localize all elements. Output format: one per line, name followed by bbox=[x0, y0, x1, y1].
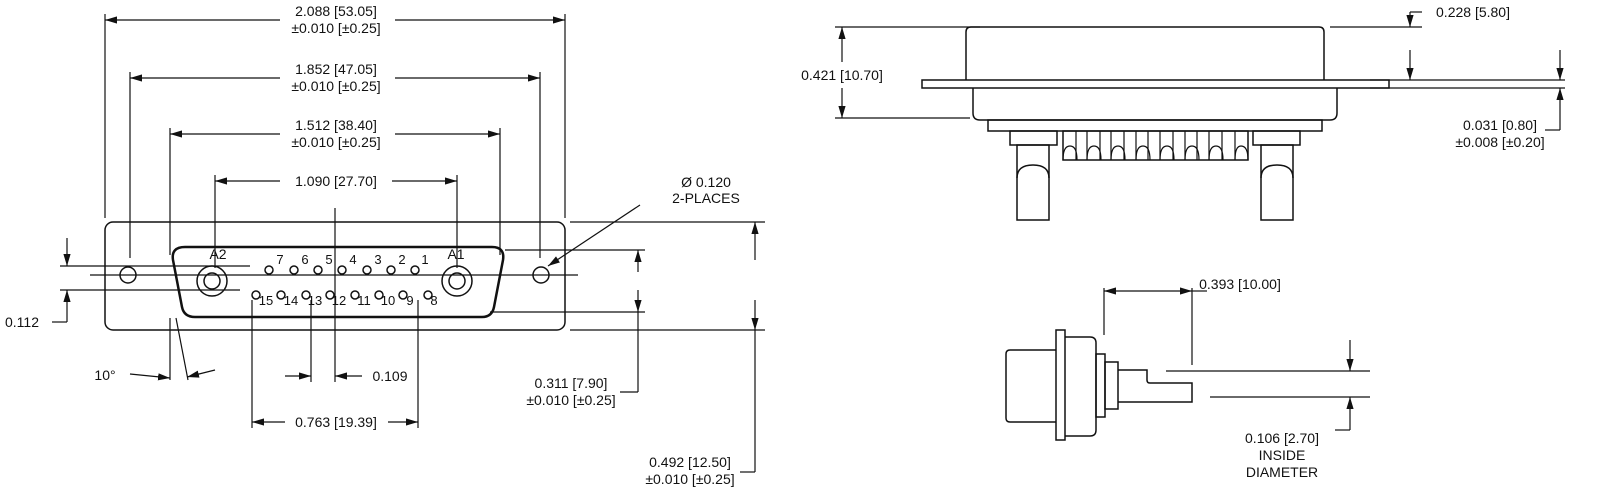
dim-overall-width-tol: ±0.010 [±0.25] bbox=[291, 20, 380, 36]
pin bbox=[264, 265, 274, 275]
pin bbox=[374, 290, 384, 300]
pin bbox=[289, 265, 299, 275]
pin bbox=[386, 265, 396, 275]
dim-shell-height-tol: ±0.010 [±0.25] bbox=[526, 392, 615, 408]
pin-label: 10 bbox=[381, 293, 395, 308]
dim-shell-height: 0.311 [7.90] bbox=[535, 375, 608, 391]
dim-flange-height: 0.492 [12.50] bbox=[649, 454, 731, 470]
pin-label: 4 bbox=[349, 252, 356, 267]
pin-label: 13 bbox=[308, 293, 322, 308]
pin-label: 3 bbox=[374, 252, 381, 267]
side-view: 0.421 [10.70] 0.228 [5.80] 0.031 [0.80] … bbox=[801, 4, 1565, 221]
pin-label: 11 bbox=[357, 293, 371, 308]
coax-label-a1: A1 bbox=[447, 246, 464, 262]
dim-bottom-row: 0.763 [19.39] bbox=[295, 414, 377, 430]
dim-shell-width-tol: ±0.010 [±0.25] bbox=[291, 134, 380, 150]
pin bbox=[325, 290, 335, 300]
pin-label: 1 bbox=[421, 252, 428, 267]
signal-pins-block bbox=[1062, 130, 1249, 161]
pin-label: 12 bbox=[332, 293, 346, 308]
pin bbox=[313, 265, 323, 275]
pin-label: 6 bbox=[301, 252, 308, 267]
pin bbox=[276, 290, 286, 300]
pin bbox=[398, 290, 408, 300]
coax-post-left bbox=[1016, 144, 1050, 221]
pin bbox=[410, 265, 420, 275]
pin bbox=[423, 290, 433, 300]
dim-pin-pitch: 0.109 bbox=[372, 368, 407, 384]
pin-label: 5 bbox=[325, 252, 332, 267]
dim-mount-holes: 1.852 [47.05] bbox=[295, 61, 377, 77]
dim-flange-thickness: 0.031 [0.80] bbox=[1463, 117, 1537, 133]
dim-shell-width: 1.512 [38.40] bbox=[295, 117, 377, 133]
pin-label: 7 bbox=[276, 252, 283, 267]
coax-post-right bbox=[1260, 144, 1294, 221]
dim-row-offset: 0.112 bbox=[5, 314, 39, 330]
flange-plate bbox=[921, 79, 1390, 89]
d-sub-shell bbox=[171, 245, 505, 319]
dim-shell-depth: 0.228 [5.80] bbox=[1436, 4, 1510, 20]
hole-note-diameter: Ø 0.120 bbox=[681, 174, 731, 190]
coax-contact-a1 bbox=[441, 265, 473, 297]
front-view: A2 A1 7 6 5 4 3 2 1 bbox=[5, 3, 765, 487]
dim-coax-spacing: 1.090 [27.70] bbox=[295, 173, 377, 189]
top-pin-row: 7 6 5 4 3 2 1 bbox=[264, 252, 429, 275]
pin-label: 8 bbox=[430, 293, 437, 308]
dim-tail-length: 0.393 [10.00] bbox=[1199, 276, 1281, 292]
hole-note-places: 2-PLACES bbox=[672, 190, 740, 206]
pin bbox=[301, 290, 311, 300]
pin bbox=[337, 265, 347, 275]
dim-inside-diameter-label: INSIDE bbox=[1259, 447, 1306, 463]
pin bbox=[251, 290, 261, 300]
bottom-pin-row: 15 14 13 12 11 10 9 8 bbox=[251, 290, 438, 308]
dim-inside-diameter-label2: DIAMETER bbox=[1246, 464, 1318, 480]
dim-side-height: 0.421 [10.70] bbox=[801, 67, 883, 83]
dim-flange-thickness-tol: ±0.008 [±0.20] bbox=[1455, 134, 1544, 150]
dim-flange-height-tol: ±0.010 [±0.25] bbox=[645, 471, 734, 487]
draft-angle: 10° bbox=[94, 367, 115, 383]
dim-overall-width: 2.088 [53.05] bbox=[295, 3, 377, 19]
dim-inside-diameter: 0.106 [2.70] bbox=[1245, 430, 1319, 446]
pin-label: 9 bbox=[406, 293, 413, 308]
pin bbox=[350, 290, 360, 300]
pin-label: 15 bbox=[259, 293, 273, 308]
coax-label-a2: A2 bbox=[209, 246, 226, 262]
dim-mount-holes-tol: ±0.010 [±0.25] bbox=[291, 78, 380, 94]
pin-label: 2 bbox=[398, 252, 405, 267]
coax-tail bbox=[1118, 369, 1193, 403]
end-view: 0.393 [10.00] 0.106 [2.70] INSIDE DIAMET… bbox=[1005, 276, 1370, 480]
pin bbox=[362, 265, 372, 275]
coax-contact-a2 bbox=[196, 265, 228, 297]
pin-label: 14 bbox=[284, 293, 298, 308]
